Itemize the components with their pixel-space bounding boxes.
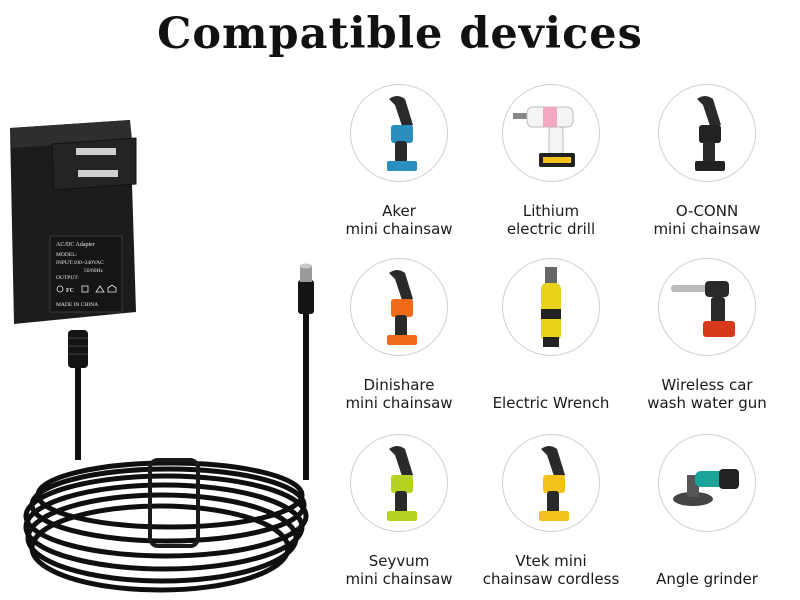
device-caption-line: Lithium <box>522 202 580 220</box>
device-caption-line: Dinishare <box>363 376 435 394</box>
device-caption-line: mini chainsaw <box>345 394 453 412</box>
adapter-rating-label <box>49 235 123 313</box>
mini-chainsaw-icon <box>502 434 600 532</box>
device-caption: Electric Wrench <box>456 394 646 412</box>
svg-text:MODEL:: MODEL: <box>56 252 78 258</box>
svg-text:OUTPUT:: OUTPUT: <box>56 275 79 281</box>
mini-chainsaw-icon <box>658 84 756 182</box>
device-caption-line: mini chainsaw <box>345 220 453 238</box>
device-caption-line: Aker <box>382 202 416 220</box>
device-caption: Angle grinder <box>612 570 800 588</box>
device-caption-line: wash water gun <box>647 394 767 412</box>
water-gun-icon <box>658 258 756 356</box>
device-caption-line: Vtek mini <box>515 552 587 570</box>
wall-plug-icon <box>51 137 137 191</box>
mini-chainsaw-icon <box>350 84 448 182</box>
svg-text:AC/DC Adapter: AC/DC Adapter <box>56 242 95 248</box>
device-caption-line: mini chainsaw <box>345 570 453 588</box>
svg-text:FC: FC <box>66 288 74 294</box>
device-caption-line: Angle grinder <box>656 570 758 588</box>
wrench-icon <box>502 258 600 356</box>
device-caption-line: Electric Wrench <box>492 394 610 412</box>
device-caption-line: Wireless car <box>661 376 753 394</box>
dc-plug-icon <box>298 280 314 314</box>
angle-grinder-icon <box>658 434 756 532</box>
cable-tie-icon <box>148 458 200 548</box>
device-caption-line: O-CONN <box>675 202 739 220</box>
power-adapter-image: AC/DC Adapter MODEL: INPUT:100~240VAC 50… <box>0 80 330 600</box>
mini-chainsaw-icon <box>350 258 448 356</box>
svg-text:INPUT:100~240VAC: INPUT:100~240VAC <box>56 260 104 266</box>
device-caption-line: electric drill <box>506 220 596 238</box>
svg-text:50/60Hz: 50/60Hz <box>84 268 104 274</box>
drill-icon <box>502 84 600 182</box>
page-title: Compatible devices <box>157 9 643 59</box>
device-card: Angle grinder <box>632 434 782 600</box>
cable-coil-icon <box>23 460 309 593</box>
device-caption-line: chainsaw cordless <box>482 570 620 588</box>
svg-text:MADE IN CHINA: MADE IN CHINA <box>56 302 98 308</box>
mini-chainsaw-icon <box>350 434 448 532</box>
device-card: Electric Wrench <box>476 258 626 428</box>
device-caption-line: mini chainsaw <box>653 220 761 238</box>
device-caption-line: Seyvum <box>368 552 430 570</box>
